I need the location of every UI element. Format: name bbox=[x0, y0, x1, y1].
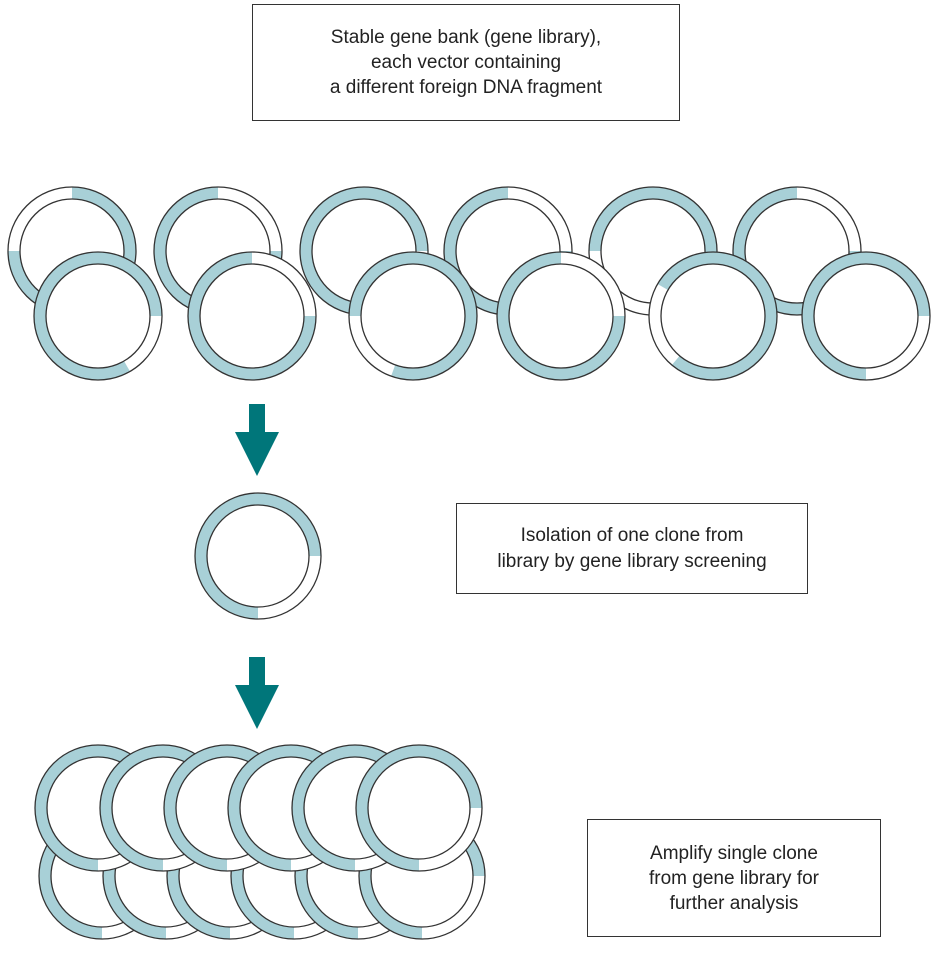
circular-vector-icon bbox=[187, 251, 317, 381]
circular-vector-icon bbox=[801, 251, 931, 381]
circular-vector-icon bbox=[355, 744, 483, 872]
isolated-clone-plasmid bbox=[194, 492, 322, 620]
isolation-label-box: Isolation of one clone from library by g… bbox=[456, 503, 808, 594]
amplified-clone-plasmids bbox=[34, 744, 486, 940]
circular-vector-icon bbox=[194, 492, 322, 620]
label-line: from gene library for bbox=[648, 867, 819, 889]
label-line: Amplify single clone bbox=[650, 842, 818, 864]
gene-library-label-box: Stable gene bank (gene library), each ve… bbox=[252, 4, 680, 121]
circular-vector-icon bbox=[648, 251, 778, 381]
amplify-label-box: Amplify single clone from gene library f… bbox=[587, 819, 881, 937]
gene-library-plasmids bbox=[7, 186, 931, 381]
label-line: further analysis bbox=[669, 892, 799, 914]
label-line: a different foreign DNA fragment bbox=[329, 77, 603, 98]
label-line: Stable gene bank (gene library), bbox=[330, 27, 602, 48]
label-line: Isolation of one clone from bbox=[520, 524, 744, 546]
circular-vector-icon bbox=[33, 251, 163, 381]
label-line: each vector containing bbox=[370, 52, 562, 73]
circular-vector-icon bbox=[496, 251, 626, 381]
down-arrow-icon bbox=[235, 657, 279, 729]
circular-vector-icon bbox=[348, 251, 478, 381]
down-arrow-icon bbox=[235, 404, 279, 476]
label-line: library by gene library screening bbox=[497, 550, 767, 572]
